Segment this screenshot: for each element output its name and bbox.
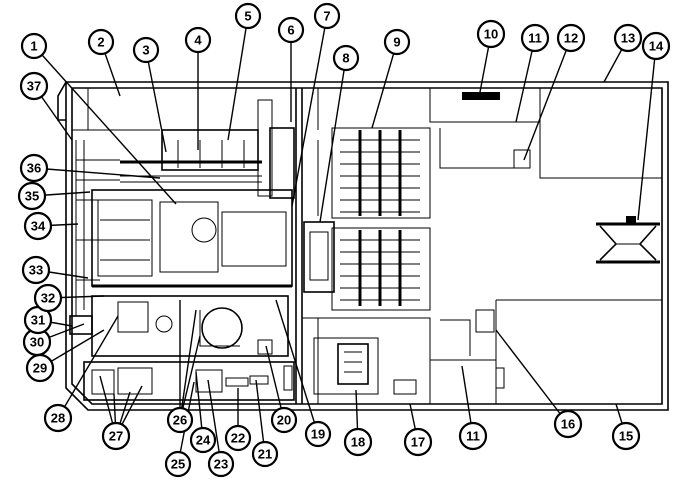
callout-35: 35 [17, 181, 47, 211]
svg-text:9: 9 [393, 35, 400, 50]
svg-text:14: 14 [649, 39, 664, 54]
svg-text:12: 12 [564, 31, 578, 46]
svg-text:7: 7 [323, 9, 330, 24]
svg-text:20: 20 [277, 413, 291, 428]
callout-2: 2 [87, 28, 115, 56]
svg-text:27: 27 [109, 429, 123, 444]
callout-11-bottom: 11 [458, 421, 488, 451]
center-bulkhead [295, 88, 431, 404]
callout-3: 3 [132, 36, 160, 64]
svg-text:5: 5 [244, 9, 251, 24]
callout-24: 24 [189, 426, 217, 454]
callout-12: 12 [556, 23, 586, 53]
enclosure-outline [57, 81, 669, 411]
callout-26: 26 [166, 406, 194, 434]
svg-text:30: 30 [30, 335, 44, 350]
callout-27: 27 [101, 421, 131, 451]
svg-text:16: 16 [561, 417, 575, 432]
svg-text:22: 22 [231, 431, 245, 446]
callout-19: 19 [304, 420, 332, 448]
svg-text:10: 10 [484, 27, 498, 42]
callout-16: 16 [553, 409, 583, 439]
upper-right-bay [429, 88, 662, 179]
callout-9: 9 [383, 28, 411, 56]
terminal-board-lower [331, 227, 431, 311]
callout-11-top: 11 [520, 23, 550, 53]
middle-equipment-rack [91, 189, 293, 288]
svg-text:3: 3 [142, 43, 149, 58]
lower-right-bay [430, 299, 662, 404]
svg-text:11: 11 [466, 429, 480, 444]
svg-text:31: 31 [31, 313, 45, 328]
svg-text:19: 19 [311, 427, 325, 442]
svg-text:33: 33 [29, 263, 43, 278]
callout-28: 28 [43, 403, 73, 433]
svg-text:6: 6 [287, 23, 294, 38]
svg-text:17: 17 [411, 435, 425, 450]
callout-1: 1 [20, 32, 48, 60]
callout-21: 21 [251, 440, 279, 468]
callout-10: 10 [476, 19, 506, 49]
svg-text:26: 26 [173, 413, 187, 428]
callouts: 1 2 3 4 5 6 7 8 9 10 11 12 13 14 15 16 1… [17, 2, 671, 478]
callout-14: 14 [641, 31, 671, 61]
lower-center-cabinet [313, 337, 417, 395]
callout-31: 31 [23, 305, 53, 335]
svg-text:18: 18 [351, 435, 365, 450]
callout-17: 17 [403, 427, 433, 457]
svg-text:13: 13 [621, 31, 635, 46]
callout-8: 8 [332, 44, 360, 72]
junction-box [303, 140, 335, 293]
svg-text:4: 4 [194, 33, 202, 48]
callout-36: 36 [19, 153, 49, 183]
callout-23: 23 [207, 450, 235, 478]
svg-text:8: 8 [342, 51, 349, 66]
svg-text:37: 37 [27, 79, 41, 94]
svg-text:2: 2 [97, 35, 104, 50]
callout-29: 29 [25, 353, 55, 383]
callout-13: 13 [613, 23, 643, 53]
callout-34: 34 [23, 211, 53, 241]
callout-25: 25 [164, 450, 192, 478]
upper-shelf-assembly [120, 99, 295, 199]
svg-text:34: 34 [31, 219, 46, 234]
callout-18: 18 [343, 427, 373, 457]
svg-text:15: 15 [619, 429, 633, 444]
callout-15: 15 [611, 421, 641, 451]
callout-20: 20 [270, 406, 298, 434]
left-wall-components [69, 140, 120, 335]
svg-text:23: 23 [214, 457, 228, 472]
callout-37: 37 [19, 71, 49, 101]
svg-text:28: 28 [51, 411, 65, 426]
svg-text:36: 36 [27, 161, 41, 176]
svg-text:21: 21 [258, 447, 272, 462]
svg-text:25: 25 [171, 457, 185, 472]
callout-33: 33 [21, 255, 51, 285]
svg-text:11: 11 [528, 31, 542, 46]
callout-4: 4 [184, 26, 212, 54]
callout-5: 5 [234, 2, 262, 30]
svg-text:24: 24 [196, 433, 211, 448]
callout-7: 7 [313, 2, 341, 30]
terminal-board-upper [331, 127, 431, 219]
callout-6: 6 [277, 16, 305, 44]
svg-text:1: 1 [30, 39, 37, 54]
right-mounted-unit [596, 216, 660, 264]
callout-32: 32 [33, 283, 63, 313]
svg-text:35: 35 [25, 189, 39, 204]
callout-22: 22 [224, 424, 252, 452]
svg-text:29: 29 [33, 361, 47, 376]
svg-text:32: 32 [41, 291, 55, 306]
